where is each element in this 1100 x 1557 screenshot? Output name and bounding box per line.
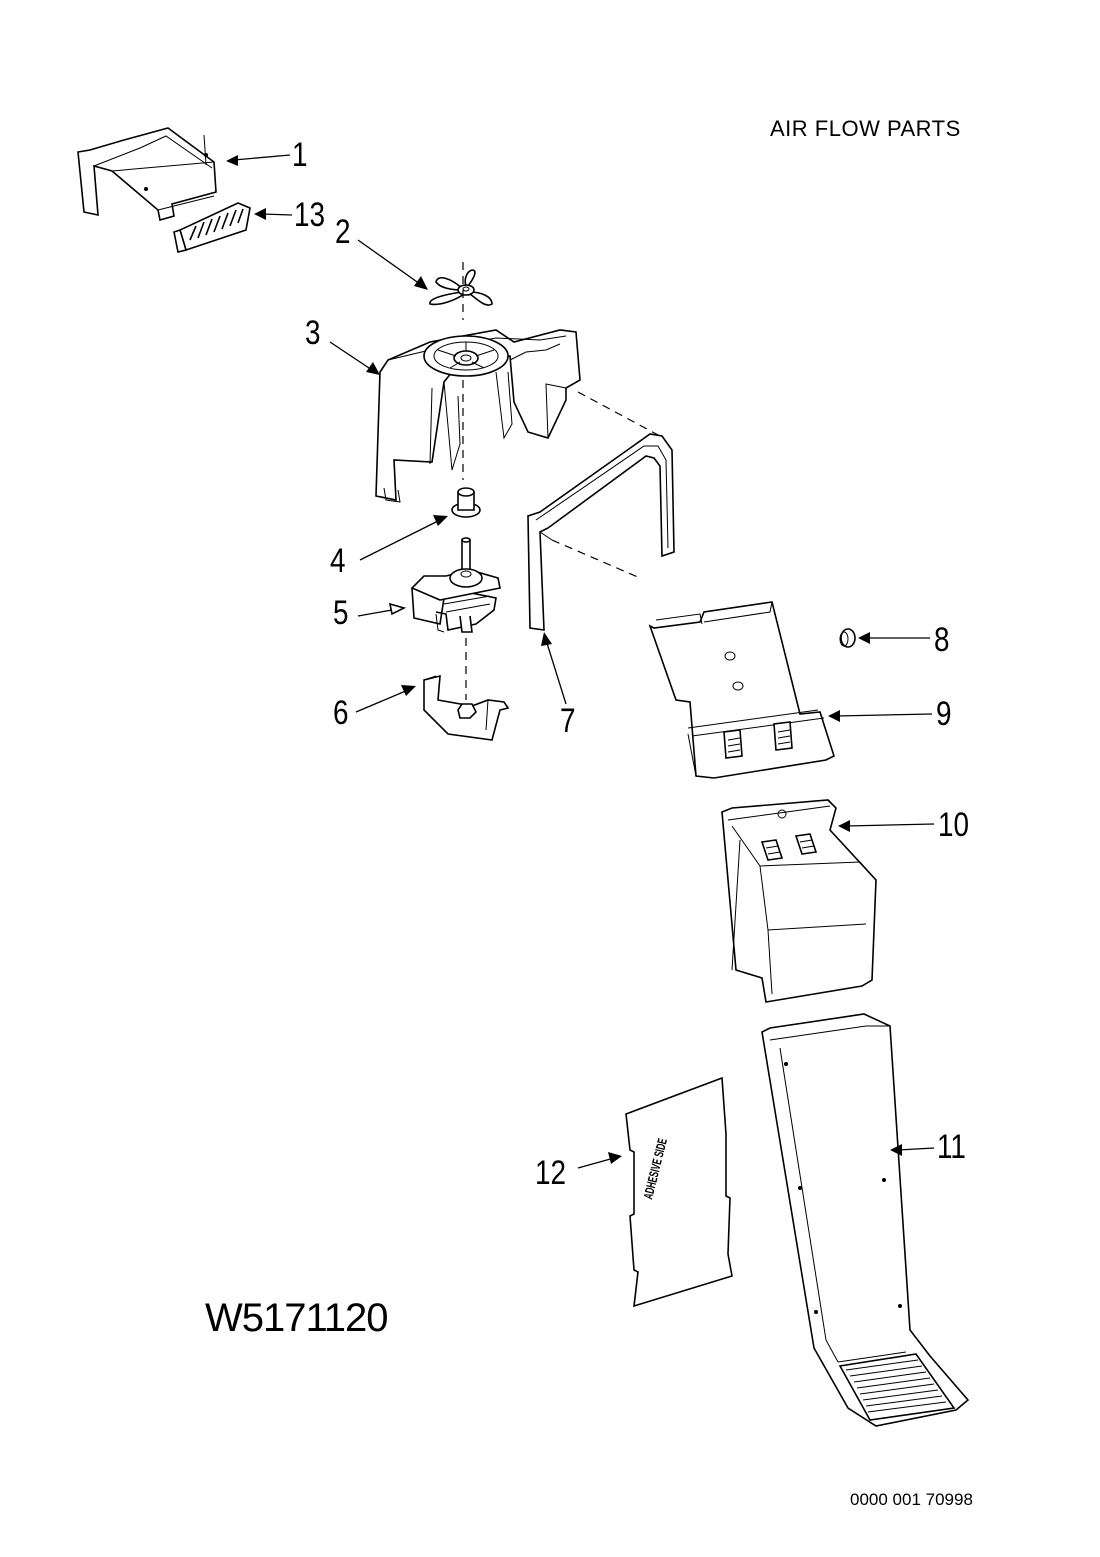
callout-2: 2 xyxy=(335,213,351,251)
callout-8: 8 xyxy=(934,621,950,659)
part-6-motor-bracket xyxy=(424,676,508,740)
callout-12: 12 xyxy=(535,1154,567,1192)
part-1-diffuser-bracket xyxy=(78,128,216,220)
callout-6: 6 xyxy=(333,694,349,732)
part-9-air-duct-upper xyxy=(650,602,834,778)
callout-10: 10 xyxy=(938,806,970,844)
part-10-air-duct-middle xyxy=(722,800,876,1002)
callout-9: 9 xyxy=(936,695,952,733)
part-11-air-duct-lower xyxy=(762,1014,968,1426)
part-7-duct-cover xyxy=(528,392,674,630)
callout-4: 4 xyxy=(330,542,346,580)
part-3-fan-housing xyxy=(376,330,580,502)
part-5-fan-motor xyxy=(412,538,500,632)
leader-lines xyxy=(226,155,934,1168)
model-number: W5171120 xyxy=(205,1296,389,1340)
callout-7: 7 xyxy=(560,702,576,740)
callout-5: 5 xyxy=(333,594,349,632)
part-13-grille-insert xyxy=(174,203,250,252)
diagram-title: AIR FLOW PARTS xyxy=(770,116,961,141)
part-2-fan-blade xyxy=(430,270,492,305)
part-8-plug xyxy=(840,629,855,647)
callout-13: 13 xyxy=(294,196,326,234)
callout-11: 11 xyxy=(937,1128,966,1166)
part-4-hub-nut xyxy=(452,488,480,517)
callout-1: 1 xyxy=(292,136,308,174)
callout-3: 3 xyxy=(305,314,321,352)
part-12-adhesive-panel: ADHESIVE SIDE xyxy=(626,1078,732,1306)
document-number: 0000 001 70998 xyxy=(850,1490,973,1509)
